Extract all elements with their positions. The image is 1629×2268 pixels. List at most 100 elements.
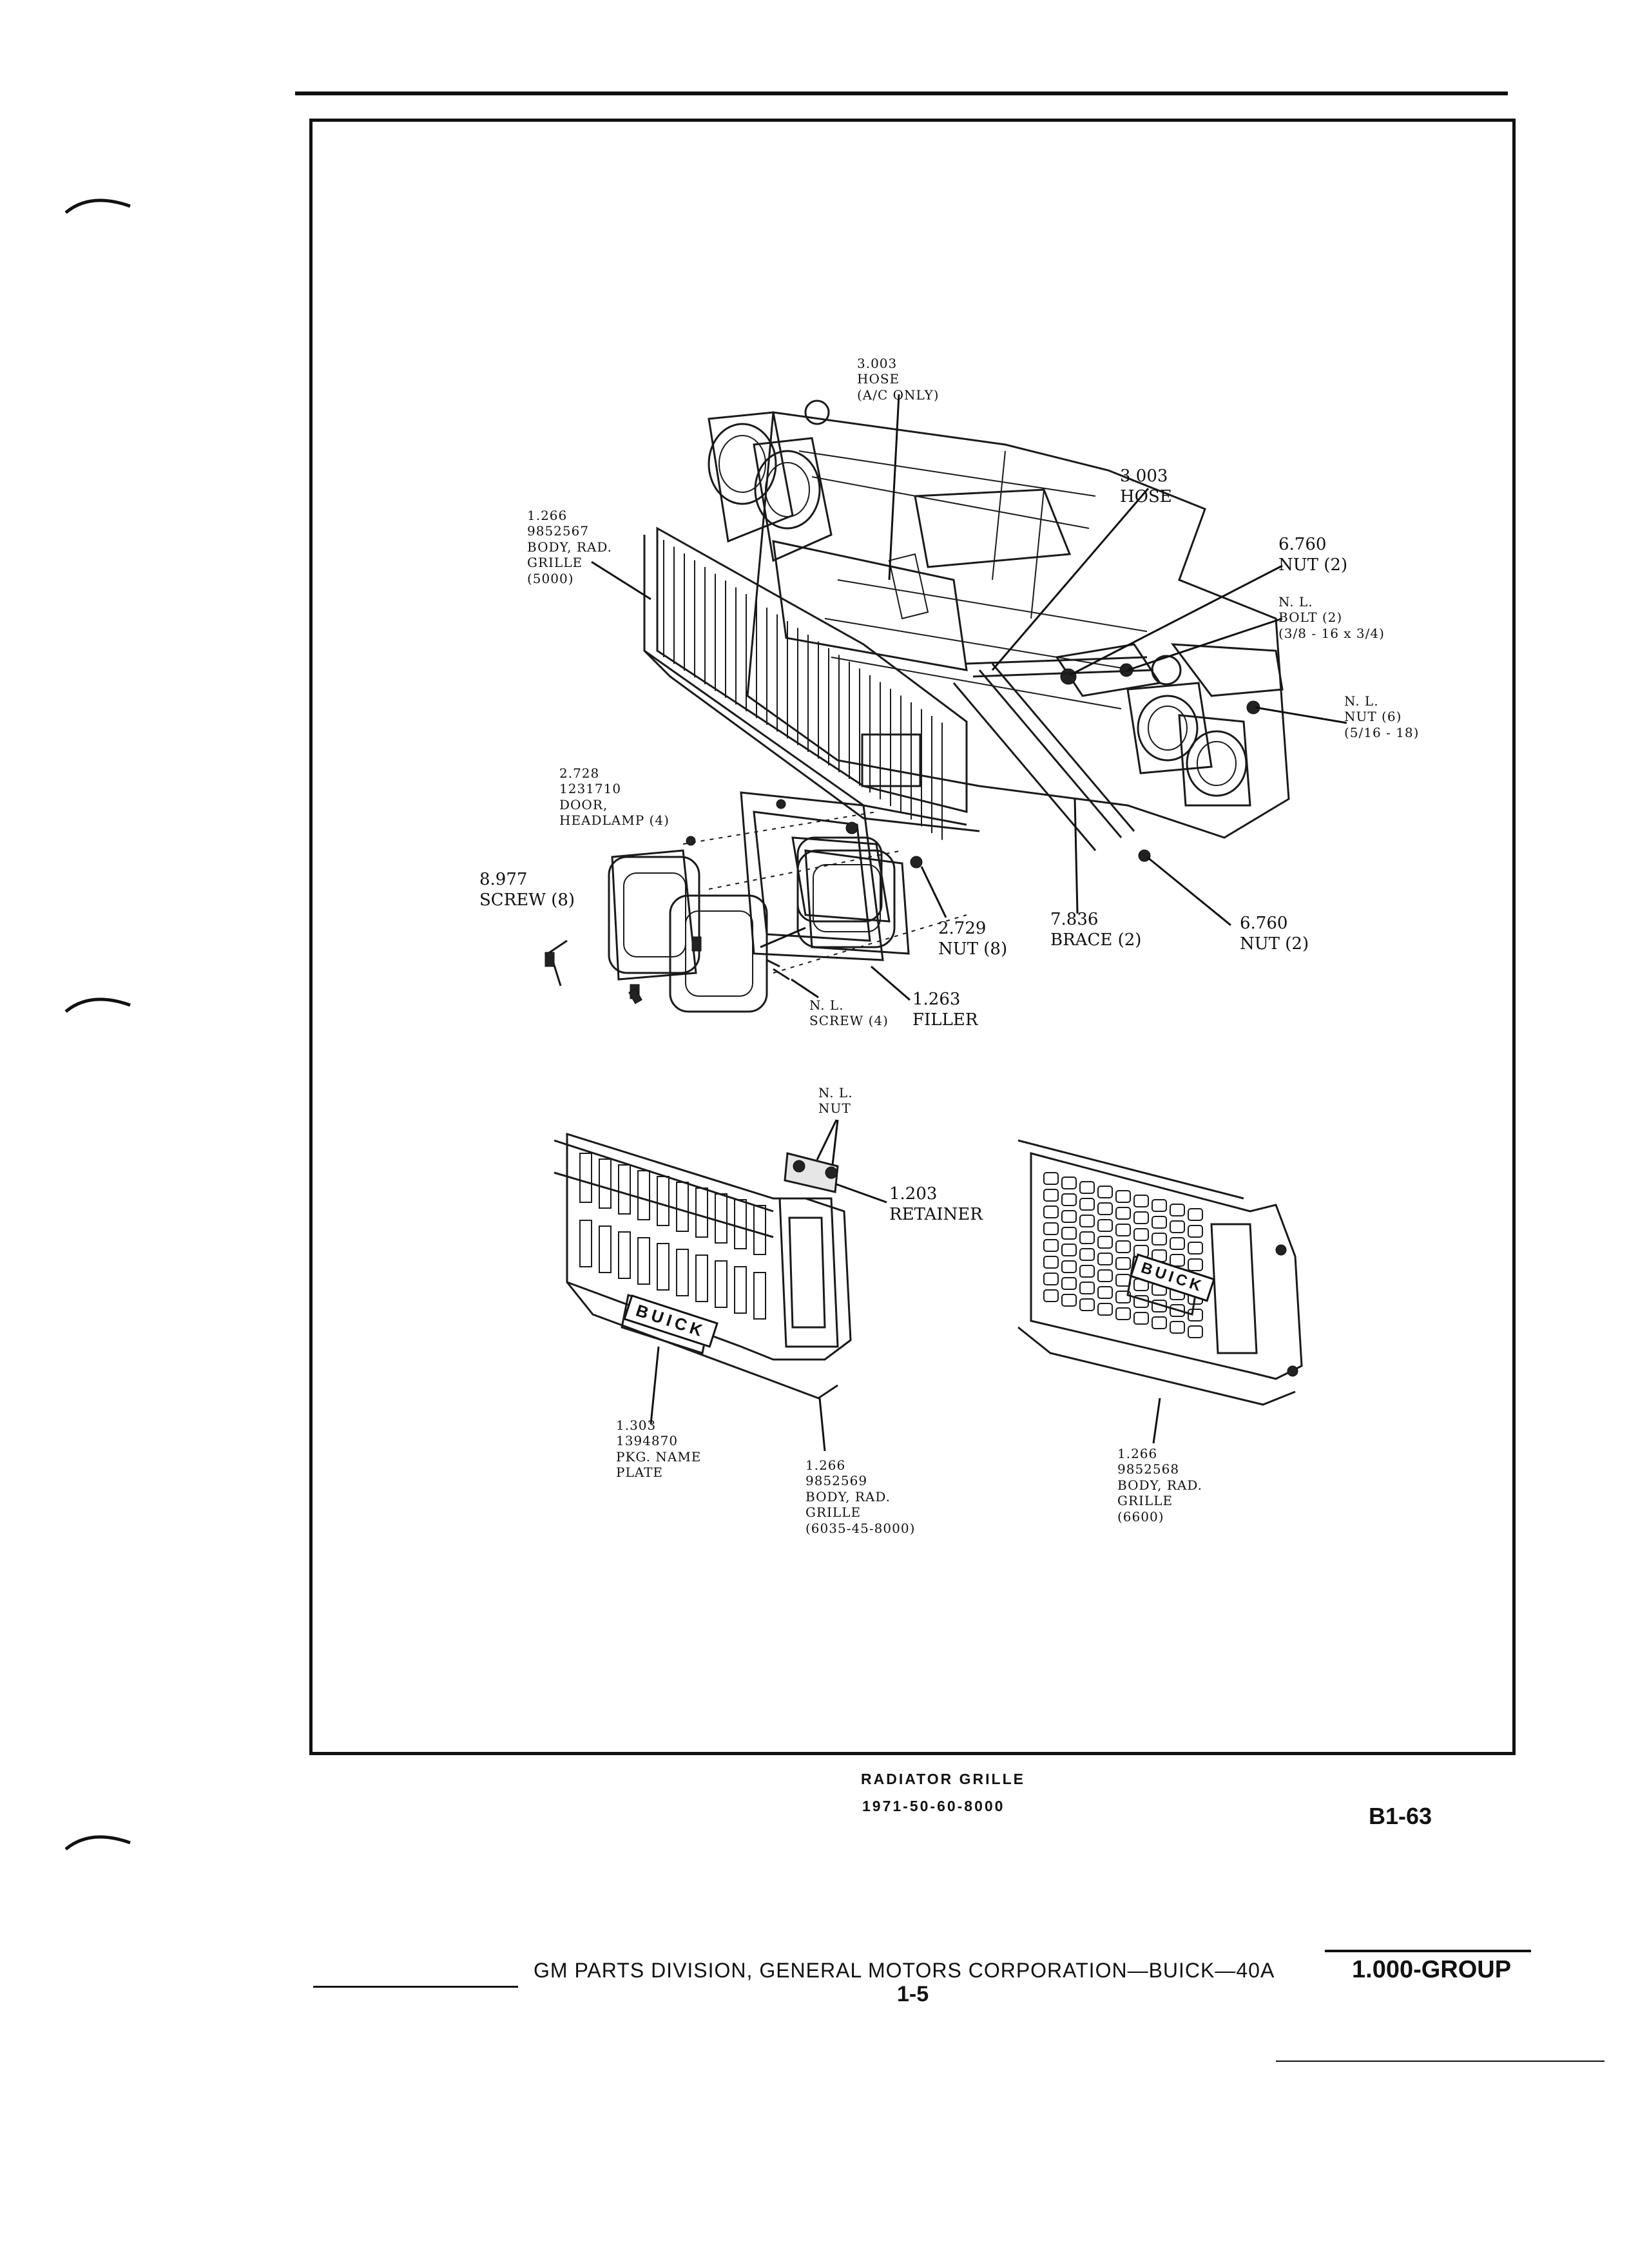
grille-cell	[1097, 1202, 1113, 1215]
grille-cell	[1115, 1240, 1131, 1253]
grille-cell	[1170, 1304, 1185, 1317]
grille-slot	[676, 1249, 689, 1296]
footer-rule-bottom	[1276, 2061, 1605, 2062]
binder-hole-marks	[64, 198, 131, 1850]
grille-slot	[715, 1193, 728, 1244]
footer-publisher: GM PARTS DIVISION, GENERAL MOTORS CORPOR…	[534, 1959, 1275, 1982]
grille-cell	[1152, 1199, 1167, 1212]
grille-cell	[1043, 1206, 1059, 1218]
grille-cell	[1043, 1189, 1059, 1202]
grille-cell	[1188, 1258, 1203, 1271]
fasteners	[545, 799, 967, 1004]
leader-lines	[591, 394, 1347, 1452]
grille-slot	[715, 1260, 728, 1308]
grille-cell	[1043, 1239, 1059, 1252]
grille-cell	[1152, 1316, 1167, 1329]
grille-cell	[1043, 1289, 1059, 1302]
grille-cell	[1079, 1198, 1095, 1211]
callout-bolt: N. L.BOLT (2)(3/8 - 16 x 3/4)	[1278, 594, 1385, 641]
headlamp-housings-right	[1126, 682, 1251, 807]
grille-cell	[1097, 1219, 1113, 1232]
grille-cell	[1079, 1282, 1095, 1294]
grille-cell	[1079, 1215, 1095, 1227]
grille-cell	[1079, 1231, 1095, 1244]
grille-cell	[1097, 1236, 1113, 1249]
callout-screw-nl-4: N. L.SCREW (4)	[809, 997, 889, 1029]
page-reference: B1-63	[1369, 1803, 1432, 1829]
grille-slot	[753, 1272, 766, 1320]
grille-slot	[599, 1158, 612, 1209]
braces	[952, 656, 1154, 851]
grille-cell	[1133, 1211, 1149, 1224]
grille-cell	[1188, 1225, 1203, 1238]
grille-cell	[1115, 1190, 1131, 1203]
grille-slot	[695, 1254, 708, 1302]
grille-cell	[1170, 1237, 1185, 1250]
grille-cell	[1061, 1277, 1077, 1290]
grille-cell	[1152, 1216, 1167, 1229]
grille-cell	[1170, 1321, 1185, 1334]
grille-cell	[1061, 1244, 1077, 1256]
grille-slot	[753, 1205, 766, 1255]
callout-nut-nl-retainer: N. L.NUT	[818, 1085, 853, 1117]
grille-cell	[1079, 1248, 1095, 1261]
grille-slot	[734, 1266, 747, 1314]
grille-cell	[1115, 1307, 1131, 1320]
grille-cell	[1079, 1181, 1095, 1194]
grille-cell	[1097, 1269, 1113, 1282]
footer-rule-left	[313, 1986, 518, 1988]
grille-cell	[1061, 1260, 1077, 1273]
grille-cell	[1133, 1312, 1149, 1325]
grille-slot	[637, 1237, 650, 1285]
grille-slot	[579, 1153, 592, 1203]
grille-cell	[1097, 1253, 1113, 1265]
grille-cell	[1115, 1274, 1131, 1287]
grille-slot	[599, 1225, 612, 1273]
grille-cell	[1115, 1257, 1131, 1270]
grille-slot	[734, 1199, 747, 1249]
grille-cell	[1188, 1309, 1203, 1321]
grille-cell	[1170, 1204, 1185, 1216]
grille-cell	[1061, 1227, 1077, 1240]
figure-frame	[309, 119, 1516, 1755]
grille-cell	[1097, 1186, 1113, 1198]
grille-slot	[657, 1243, 670, 1291]
grille-5000	[643, 526, 980, 840]
grille-cell	[1097, 1286, 1113, 1299]
grille-cell	[1061, 1210, 1077, 1223]
grille-cell	[1133, 1228, 1149, 1241]
grille-cell	[1043, 1172, 1059, 1185]
figure-caption-title: RADIATOR GRILLE	[861, 1771, 1025, 1787]
grille-slot	[637, 1170, 650, 1220]
grille-cell	[1152, 1233, 1167, 1245]
grille-cell	[1079, 1298, 1095, 1311]
grille-cell	[1133, 1195, 1149, 1207]
grille-cell	[1061, 1177, 1077, 1189]
grille-cell	[1115, 1207, 1131, 1220]
grille-cell	[1061, 1294, 1077, 1307]
grille-slot	[618, 1231, 631, 1279]
headlamp-housings-upper	[708, 411, 833, 562]
grille-cell	[1043, 1256, 1059, 1269]
grille-slot	[657, 1176, 670, 1226]
grille-cell	[1115, 1224, 1131, 1236]
grille-slot	[676, 1182, 689, 1232]
grille-cell	[1043, 1222, 1059, 1235]
header-rule	[295, 91, 1508, 95]
grille-slot	[618, 1164, 631, 1215]
grille-cell	[1097, 1303, 1113, 1316]
grille-cell	[1188, 1325, 1203, 1338]
grille-cell	[1188, 1208, 1203, 1221]
